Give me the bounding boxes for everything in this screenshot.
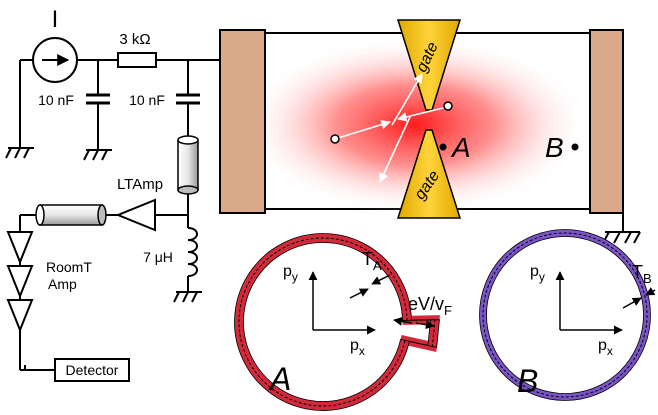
point-a-label: A bbox=[450, 132, 471, 163]
detector-box bbox=[54, 358, 130, 382]
point-b-dot bbox=[571, 143, 579, 151]
ring-a-edge bbox=[243, 242, 431, 402]
axis-b-x-label: px bbox=[598, 337, 613, 358]
fermi-ring-a bbox=[234, 233, 440, 411]
capacitor-1-icon bbox=[86, 93, 110, 105]
ground-2-icon bbox=[83, 149, 112, 161]
temperature-b-label: TB bbox=[632, 262, 652, 286]
temperature-b-arrows bbox=[622, 287, 656, 309]
ring-a-dashed-line bbox=[238, 237, 436, 407]
temperature-a-label: TA bbox=[362, 249, 382, 273]
capacitor-2-label: 10 nF bbox=[129, 92, 165, 108]
point-b-label: B bbox=[545, 132, 564, 163]
current-source-label: I bbox=[52, 6, 59, 33]
scattering-arrows bbox=[337, 73, 448, 183]
current-source-icon bbox=[32, 37, 78, 83]
axis-a-y-label: py bbox=[283, 263, 298, 284]
resistor-label: 3 kΩ bbox=[119, 31, 150, 48]
resistor-icon bbox=[117, 52, 157, 68]
left-contact bbox=[219, 29, 266, 214]
ground-3-icon bbox=[173, 291, 202, 303]
bottom-gate: gate bbox=[396, 129, 462, 219]
top-gate: gate bbox=[396, 19, 462, 111]
bias-a-arrows bbox=[393, 316, 435, 330]
distribution-a-name: A bbox=[268, 361, 291, 397]
axis-b-y-label: py bbox=[530, 263, 545, 284]
point-a-dot bbox=[439, 143, 447, 151]
detector-label: Detector bbox=[66, 362, 119, 378]
inductor-icon bbox=[187, 227, 198, 277]
inductor-label: 7 μH bbox=[143, 249, 173, 265]
coax-horizontal-icon bbox=[35, 204, 107, 226]
ground-1-icon bbox=[5, 147, 34, 159]
coax-vertical-icon bbox=[177, 135, 199, 195]
electron-left bbox=[330, 134, 340, 144]
room-temp-amp-label-1: RoomT bbox=[46, 259, 92, 275]
lt-amp-label: LTAmp bbox=[117, 176, 163, 193]
electron-right bbox=[443, 101, 453, 111]
temperature-a-arrows bbox=[349, 274, 391, 299]
capacitor-1-label: 10 nF bbox=[38, 92, 74, 108]
sample-ground-icon bbox=[602, 213, 641, 244]
lt-amp-icon bbox=[115, 198, 156, 232]
room-temp-amp-icon bbox=[6, 228, 55, 371]
capacitor-2-icon bbox=[176, 93, 200, 105]
ring-a-edge bbox=[234, 233, 440, 411]
distribution-b-name: B bbox=[517, 363, 538, 399]
room-temp-amp-label-2: Amp bbox=[48, 276, 77, 292]
right-contact bbox=[589, 29, 624, 214]
bias-a-label: eV/vF bbox=[408, 294, 452, 318]
fermi-ring-b bbox=[479, 229, 651, 401]
axis-a-x-label: px bbox=[350, 337, 365, 358]
